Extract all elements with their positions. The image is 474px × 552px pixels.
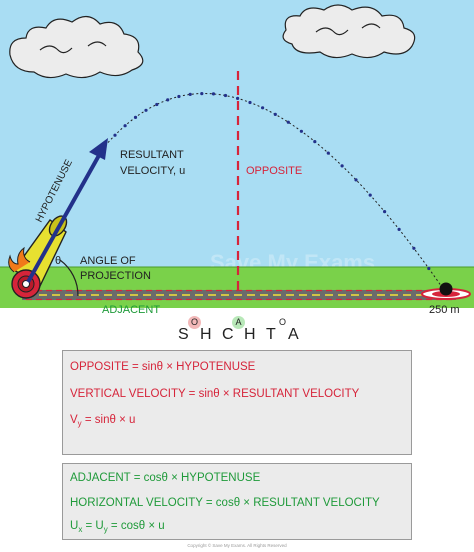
theta-label: θ (55, 255, 61, 267)
ux-formula: Ux = Uy = cosθ × u (70, 520, 165, 534)
mnemonic-superscript: O (188, 316, 201, 329)
distance-label: 250 m (429, 304, 460, 316)
ux-symbol: U (70, 520, 79, 532)
cloud-right-icon (282, 4, 416, 59)
mnemonic-letter: A (288, 326, 300, 343)
mnemonic-superscript: A (232, 316, 245, 329)
trajectory-points (113, 92, 431, 271)
trajectory-dot (177, 94, 181, 99)
target-icon (421, 282, 471, 300)
vy-subscript: y (77, 419, 82, 428)
trajectory-dot (211, 92, 216, 96)
vy-formula: Vy = sinθ × u (70, 414, 136, 428)
trajectory-dot (144, 108, 148, 112)
ux-subscript: x (78, 525, 83, 534)
resultant-label: RESULTANT (120, 149, 184, 161)
adjacent-formula: ADJACENT = cosθ × HYPOTENUSE (70, 472, 261, 484)
trajectory-dot (299, 129, 303, 133)
mnemonic-letter: H (244, 326, 257, 343)
mnemonic-letter: H (200, 326, 213, 343)
trajectory-dot (383, 210, 387, 214)
trajectory-dot (133, 115, 138, 119)
horizontal-velocity-formula: HORIZONTAL VELOCITY = cosθ × RESULTANT V… (70, 497, 380, 509)
trajectory-dot (273, 112, 277, 116)
trajectory-dot (155, 102, 159, 107)
trajectory-dot (427, 266, 431, 271)
uy-subscript: y (103, 525, 108, 534)
uy-symbol: = U (82, 520, 104, 532)
copyright-footer: Copyright © Save My Exams. All Rights Re… (187, 543, 287, 548)
trajectory-dot (340, 164, 344, 168)
trajectory-dot (223, 93, 228, 98)
angle-arc (59, 259, 79, 297)
trajectory-dot (286, 120, 290, 124)
mnemonic-letter: C (222, 326, 235, 343)
angle-label: ANGLE OF (80, 255, 136, 267)
mnemonic-letter: T (266, 326, 277, 343)
vertical-velocity-formula: VERTICAL VELOCITY = sinθ × RESULTANT VEL… (70, 388, 360, 400)
sohcahtoa-mnemonic: S O H C A H T O A (0, 316, 474, 346)
velocity-label: VELOCITY, u (120, 165, 185, 177)
projection-label: PROJECTION (80, 270, 151, 282)
opposite-label: OPPOSITE (246, 165, 302, 177)
adjacent-label: ADJACENT (102, 304, 160, 316)
trajectory-dot (368, 193, 372, 197)
mnemonic-letter: S (178, 326, 190, 343)
ux-expression: = cosθ × u (107, 520, 165, 532)
vertical-velocity-box: OPPOSITE = sinθ × HYPOTENUSE VERTICAL VE… (62, 350, 412, 455)
trajectory-dot (397, 227, 401, 231)
projectile-diagram: Save My Exams HYPOTENUSE RESULTANT VELOC… (0, 0, 474, 316)
trajectory-dot (200, 92, 204, 96)
trajectory-dot (113, 133, 117, 137)
trajectory-dot (166, 98, 170, 102)
hypotenuse-arrow (26, 149, 104, 283)
trajectory-path (104, 93, 445, 291)
vy-symbol: V (70, 414, 78, 426)
vy-expression: = sinθ × u (81, 414, 136, 426)
trajectory-dot (261, 106, 265, 110)
arrow-head-icon (89, 138, 108, 160)
horizontal-velocity-box: ADJACENT = cosθ × HYPOTENUSE HORIZONTAL … (62, 463, 412, 540)
trajectory-dot (326, 151, 330, 155)
trajectory-dot (236, 96, 240, 100)
trajectory-dot (188, 92, 192, 96)
trajectory-dot (354, 178, 358, 182)
trajectory-dot (123, 124, 127, 128)
cloud-left-icon (9, 15, 144, 79)
trajectory-dot (412, 246, 416, 250)
opposite-formula: OPPOSITE = sinθ × HYPOTENUSE (70, 361, 256, 373)
mnemonic-superscript: O (278, 317, 286, 327)
trajectory-dot (313, 140, 317, 144)
trajectory-dot (248, 100, 252, 105)
